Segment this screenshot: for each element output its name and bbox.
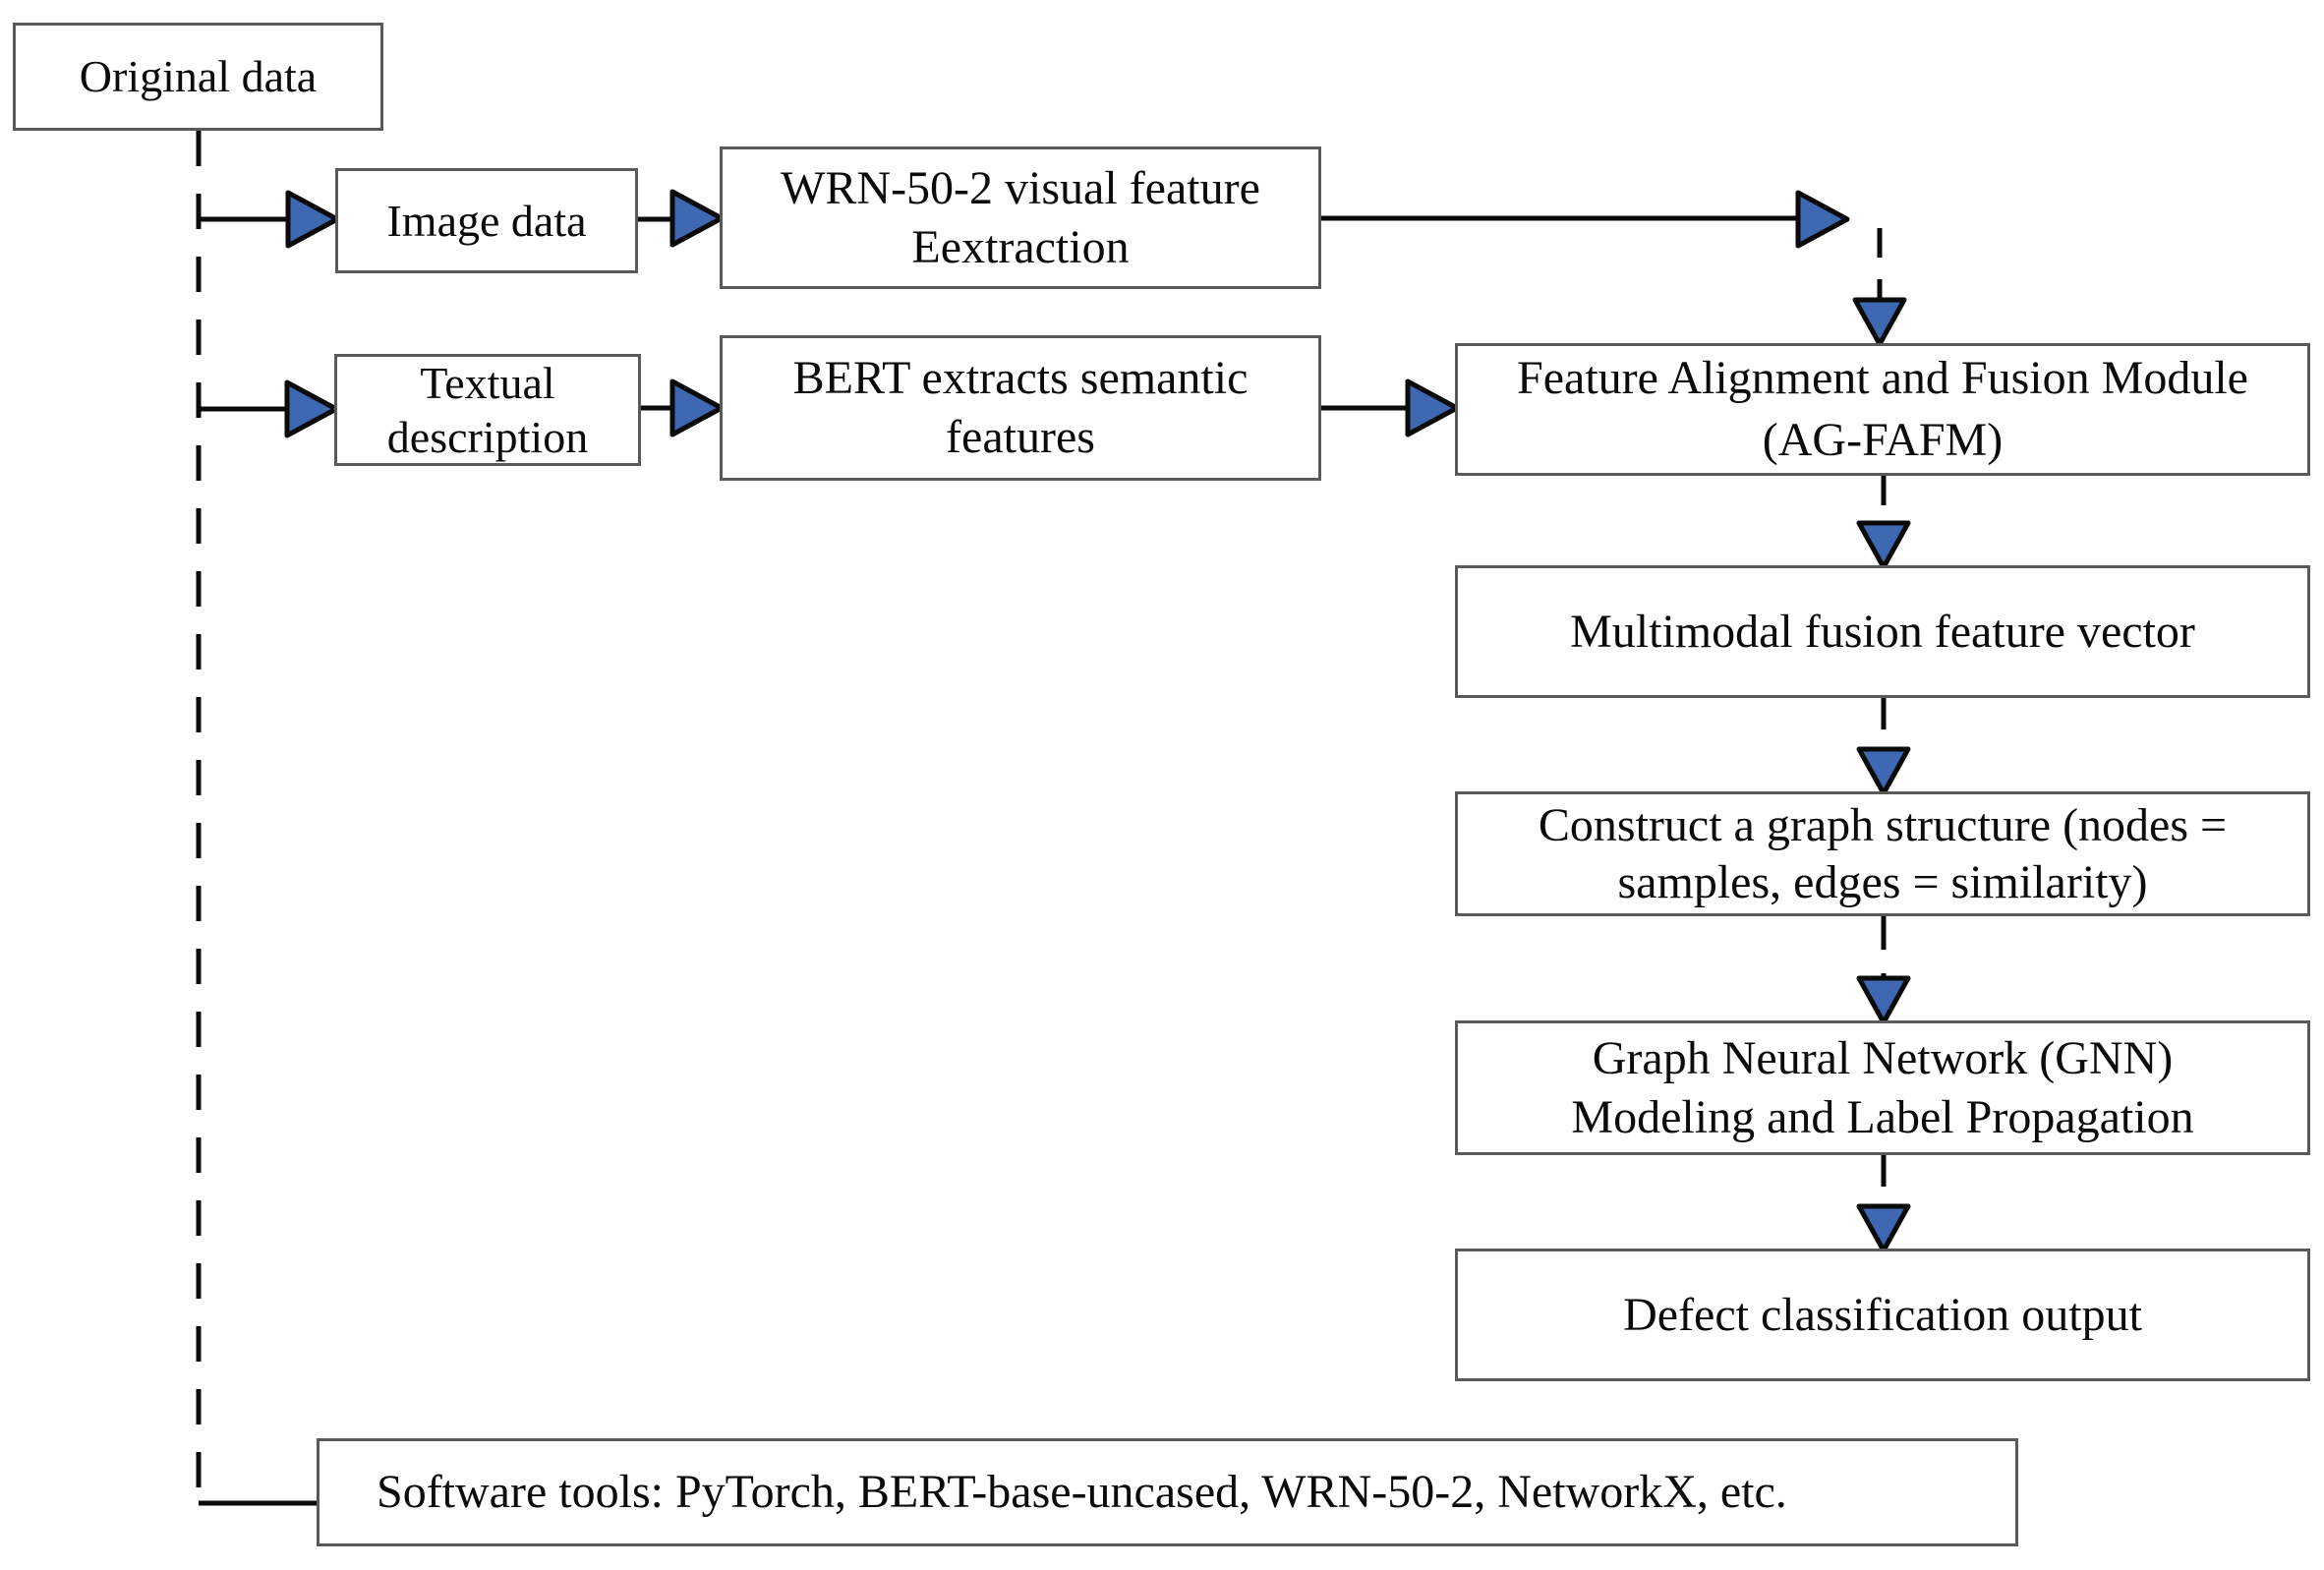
arrowhead-into-gnn-icon [1856,975,1911,1025]
node-defect-classification-output: Defect classification output [1455,1249,2310,1381]
node-original-data: Original data [13,23,383,131]
node-construct-graph-structure: Construct a graph structure (nodes = sam… [1455,791,2310,916]
node-label: Textual description [386,357,589,462]
node-software-tools: Software tools: PyTorch, BERT-base-uncas… [317,1438,2018,1546]
node-label: Original data [79,51,318,102]
node-label: WRN-50-2 visual feature Eextraction [781,161,1260,273]
node-label: BERT extracts semantic features [792,352,1249,463]
arrowhead-into-textual-icon [284,379,339,438]
node-textual-description: Textual description [334,354,641,466]
arrowhead-into-fafm-left-icon [1405,378,1460,437]
node-label: Feature Alignment and Fusion Module (AG-… [1517,352,2248,466]
node-bert-semantic-features: BERT extracts semantic features [720,335,1321,481]
arrowhead-into-wrn-icon [669,189,725,248]
arrowhead-wrn-long-icon [1795,190,1850,249]
arrowhead-into-bert-icon [669,378,725,437]
node-multimodal-fusion-vector: Multimodal fusion feature vector [1455,565,2310,698]
arrowhead-into-fafm-top-icon [1852,297,1907,347]
node-label: Construct a graph structure (nodes = sam… [1538,798,2228,908]
arrowhead-into-defect-icon [1856,1203,1911,1253]
arrowhead-into-construct-icon [1856,746,1911,796]
arrowhead-into-multimodal-icon [1856,520,1911,570]
node-gnn-label-propagation: Graph Neural Network (GNN) Modeling and … [1455,1020,2310,1155]
node-feature-alignment-fusion-module: Feature Alignment and Fusion Module (AG-… [1455,343,2310,476]
node-label: Graph Neural Network (GNN) Modeling and … [1571,1031,2194,1143]
arrowhead-into-image-icon [285,190,340,249]
node-label: Image data [386,195,587,246]
node-label: Multimodal fusion feature vector [1570,605,2195,658]
node-wrn-feature-extraction: WRN-50-2 visual feature Eextraction [720,146,1321,289]
node-label: Software tools: PyTorch, BERT-base-uncas… [377,1466,1787,1518]
node-label: Defect classification output [1623,1288,2142,1341]
node-image-data: Image data [335,168,638,273]
